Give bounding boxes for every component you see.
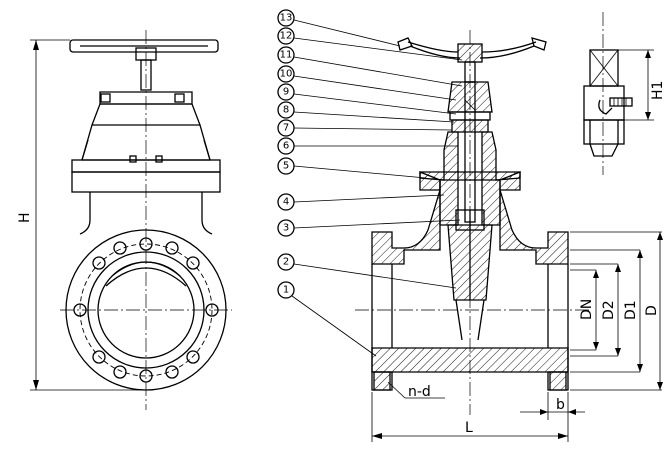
callout-7: 7 xyxy=(283,123,289,134)
callout-10: 10 xyxy=(280,69,293,80)
dim-H-label: H xyxy=(17,212,33,223)
cap-detail-view xyxy=(583,12,654,175)
callout-12: 12 xyxy=(280,31,293,42)
dim-D2-label: D2 xyxy=(601,300,617,320)
callout-1: 1 xyxy=(283,285,289,296)
dim-DN-label: DN xyxy=(579,299,595,320)
front-view xyxy=(30,30,232,410)
dim-H1-label: H1 xyxy=(650,81,666,100)
callout-11: 11 xyxy=(280,50,293,61)
part-callouts xyxy=(277,9,463,357)
callout-9: 9 xyxy=(283,87,289,98)
dim-nd-label: n-d xyxy=(408,384,431,400)
callout-4: 4 xyxy=(283,197,289,208)
dim-b-label: b xyxy=(556,397,565,413)
dim-D-label: D xyxy=(644,305,660,316)
callout-8: 8 xyxy=(283,105,289,116)
dim-D1-label: D1 xyxy=(623,300,639,320)
callout-6: 6 xyxy=(283,141,289,152)
callout-2: 2 xyxy=(283,257,289,268)
section-view xyxy=(355,30,663,442)
dim-L-label: L xyxy=(465,420,473,436)
callout-13: 13 xyxy=(280,13,293,24)
callout-3: 3 xyxy=(283,223,289,234)
callout-5: 5 xyxy=(283,161,289,172)
